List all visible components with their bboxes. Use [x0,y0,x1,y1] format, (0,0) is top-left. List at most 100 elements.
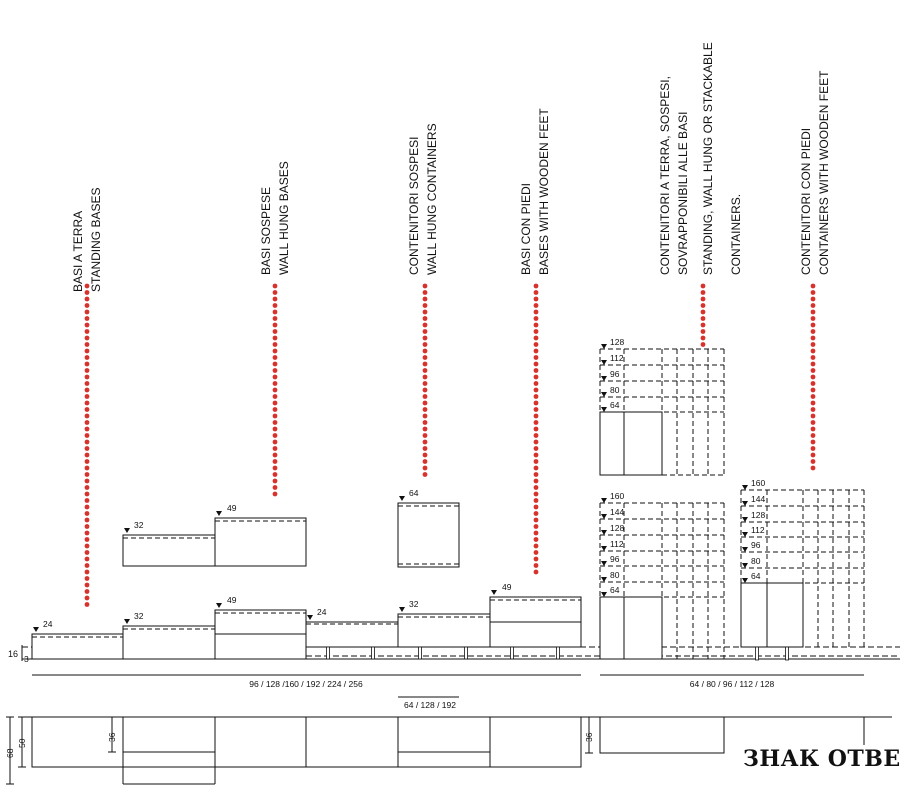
leader-dot [272,452,278,458]
height-marker-triangle [742,532,748,537]
leader-dot [272,355,278,360]
leader-dot [272,478,278,484]
leader-dot [84,602,90,607]
leader-dot [810,465,816,471]
label-stackable-containers: CONTENITORI A TERRA, SOSPESI, SOVRAPPONI… [658,42,743,275]
label-wall-hung-bases: BASI SOSPESE WALL HUNG BASES [259,161,291,275]
leader-dot [810,374,816,380]
leader-dot [84,329,90,334]
height-marker-triangle [742,547,748,552]
leader-dot [533,413,539,419]
leader-dot [422,472,428,477]
container-wooden-feet [755,646,789,661]
leader-dot [533,465,539,471]
leader-dot [810,439,816,445]
height-marker-32a: 32 [124,611,144,624]
leader-dot [533,543,539,549]
leader-dot [272,420,278,425]
leader-dot [533,303,539,308]
leader-dot [272,342,278,347]
height-marker-triangle [601,577,607,582]
height-marker-triangle [601,514,607,519]
leader-dot [422,329,428,334]
dim-16: 16 [8,649,18,659]
leader-dot [533,550,539,555]
svg-text:STANDING BASES: STANDING BASES [89,188,103,292]
leader-dot [422,420,428,425]
wooden-foot [556,646,560,660]
leader-dot [533,556,539,562]
standing-base-units [31,609,307,660]
leader-dot [84,446,90,451]
height-marker-triangle [601,392,607,397]
leader-dot [272,335,278,341]
leader-dot [84,472,90,477]
leader-dot [272,387,278,393]
svg-text:WALL HUNG CONTAINERS: WALL HUNG CONTAINERS [425,123,439,275]
leader-dot [533,433,539,438]
dim-36b: 36 [584,732,594,742]
leader-dot [272,426,278,432]
svg-text:BASES WITH WOODEN FEET: BASES WITH WOODEN FEET [537,108,551,275]
leader-dot [700,322,706,328]
leader-dot [810,348,816,354]
svg-text:32: 32 [409,599,419,609]
leader-dot [810,459,816,464]
svg-text:49: 49 [227,595,237,605]
wooden-foot [418,646,422,660]
height-marker-label: 96 [610,554,620,564]
width-label-bases: 96 / 128 /160 / 192 / 224 / 256 [249,679,363,689]
height-marker-24b: 24 [307,607,327,620]
leader-dot [422,374,428,380]
height-marker-64a: 64 [399,488,419,501]
leader-dot [700,329,706,334]
height-marker-label: 80 [751,556,761,566]
leader-dot [84,361,90,367]
leader-dot [533,329,539,334]
label-bases-wooden-feet: BASI CON PIEDI BASES WITH WOODEN FEET [519,108,551,275]
leader-dot [84,348,90,354]
leader-dot [533,426,539,432]
leader-dot [84,556,90,562]
leader-dot [700,309,706,315]
leader-dot [272,472,278,477]
leader-dot [810,303,816,308]
svg-text:CONTENITORI CON PIEDI: CONTENITORI CON PIEDI [799,128,813,275]
leader-dot [810,381,816,386]
leader-dot [272,433,278,438]
wooden-feet [326,646,560,660]
height-marker-triangle [601,407,607,412]
leader-dot [533,485,539,490]
leader-dot [533,322,539,328]
leader-dot [533,452,539,458]
height-marker-triangle [742,501,748,506]
plan-view [6,716,892,785]
leader-dot [422,433,428,438]
leader-dot [533,511,539,516]
leader-dot [533,381,539,386]
leader-dot [810,316,816,321]
leader-dot [533,296,539,302]
svg-text:BASI CON PIEDI: BASI CON PIEDI [519,183,533,275]
leader-dot [700,290,706,295]
leader-dot [700,296,706,302]
leader-dot [700,335,706,341]
wooden-foot [755,646,759,661]
leader-dot [422,446,428,451]
leader-dot [810,361,816,367]
leader-dot [533,563,539,568]
height-marker-triangle [601,561,607,566]
leader-dot [84,569,90,575]
leader-dot [810,296,816,302]
leader-dot [700,342,706,347]
leader-dot [533,400,539,406]
leader-dot [84,517,90,523]
leader-dot [84,374,90,380]
leader-dot [84,498,90,503]
leader-dot [272,413,278,419]
leader-dot [84,537,90,542]
leader-dot [272,316,278,321]
leader-dot [533,420,539,425]
leader-dot [422,465,428,471]
